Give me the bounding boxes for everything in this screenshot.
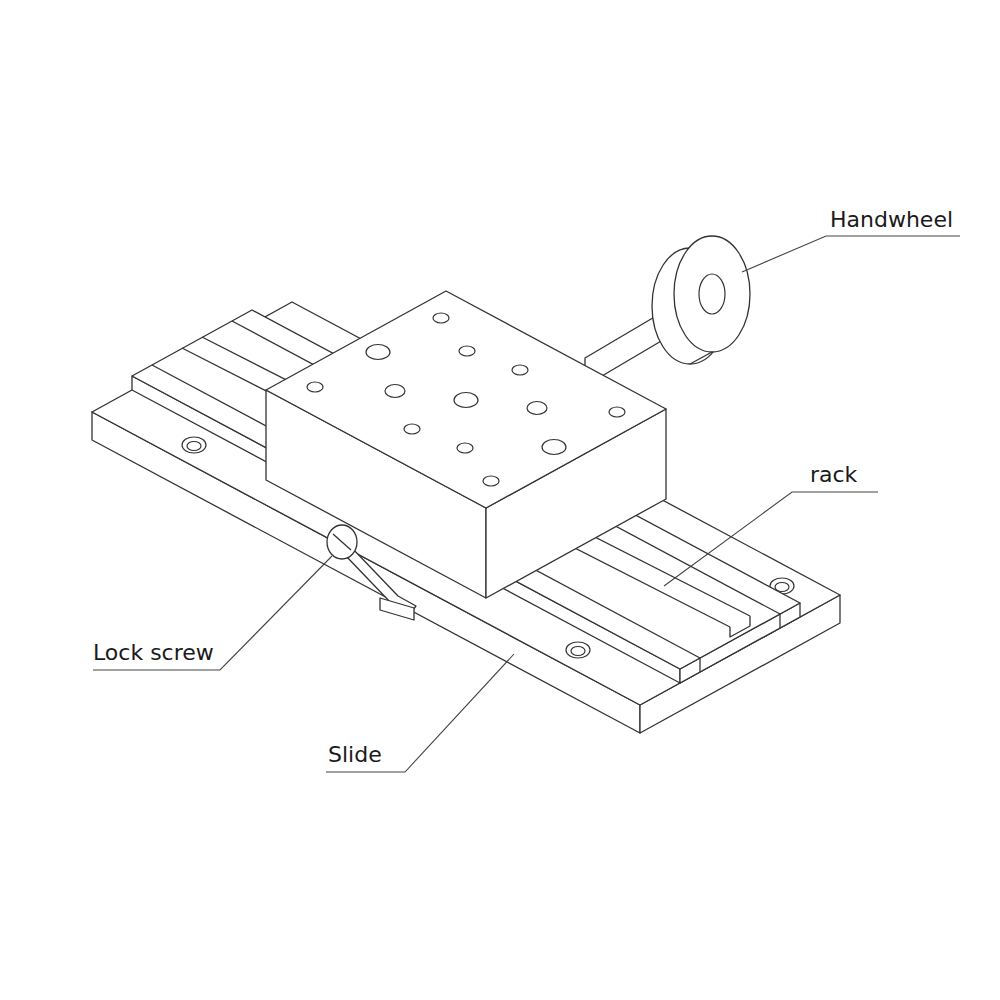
plate-hole [571, 647, 585, 656]
leader-line [326, 654, 514, 772]
mounting-hole [459, 346, 475, 356]
mounting-hole [307, 313, 625, 486]
part-label: Handwheel [830, 207, 953, 233]
mounting-hole [404, 424, 420, 434]
leader-line [742, 236, 960, 272]
mounting-hole [457, 443, 473, 453]
mounting-hole [483, 476, 499, 486]
leader-line [93, 556, 332, 670]
plate-hole [182, 437, 206, 453]
dovetail-rail [699, 658, 700, 672]
mounting-hole [609, 407, 625, 417]
lock-screw [380, 598, 414, 620]
mounting-hole [512, 365, 528, 375]
rack-groove [730, 616, 750, 637]
handwheel [674, 236, 750, 352]
plate-hole [566, 642, 590, 658]
mounting-hole [542, 440, 566, 455]
mounting-hole [527, 402, 547, 415]
handwheel [652, 236, 750, 364]
mounting-hole [366, 345, 390, 360]
carriage [266, 291, 666, 598]
mounting-hole [454, 393, 478, 408]
plate-hole [187, 442, 201, 451]
handwheel [699, 274, 725, 314]
mounting-hole [307, 382, 323, 392]
part-label: Lock screw [93, 640, 214, 666]
mounting-hole [433, 313, 449, 323]
lock-screw [327, 525, 416, 620]
leader-line [664, 492, 878, 586]
dovetail-rail [779, 614, 780, 628]
lock-screw [327, 525, 357, 559]
handwheel [690, 352, 712, 364]
leader-line [93, 236, 960, 772]
lock-screw [333, 534, 351, 550]
part-label: Slide [328, 742, 382, 768]
mounting-hole [385, 385, 405, 398]
part-label: rack [810, 462, 857, 488]
carriage [266, 291, 666, 508]
